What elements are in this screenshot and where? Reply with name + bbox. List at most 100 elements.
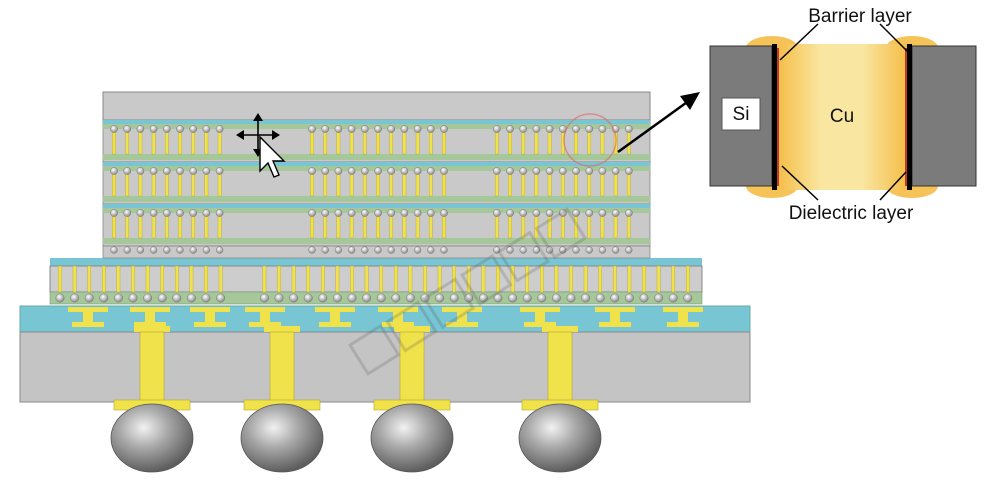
interposer-tsv — [525, 265, 529, 293]
tsv — [363, 173, 367, 197]
interposer-tsv — [394, 265, 398, 293]
microbump — [374, 125, 382, 133]
microbump — [361, 246, 369, 254]
tsv — [151, 131, 156, 155]
microbump — [189, 246, 197, 254]
microbump — [611, 209, 620, 217]
substrate-via-cap — [542, 326, 578, 332]
tsv — [138, 131, 143, 155]
microbump — [374, 209, 382, 217]
microbump — [611, 246, 620, 254]
microbump — [585, 167, 594, 175]
substrate-pad — [520, 307, 560, 312]
microbump — [532, 209, 541, 217]
interposer-tsv — [437, 265, 442, 293]
substrate-pad-via — [205, 312, 215, 326]
substrate-pad-base — [446, 322, 478, 327]
substrate-pad-via — [535, 312, 545, 326]
substrate-pad-base — [134, 322, 166, 327]
microbump — [519, 209, 528, 217]
microbump — [532, 125, 541, 133]
tsv — [112, 131, 116, 155]
substrate-pad-via — [260, 312, 270, 326]
microbump — [202, 209, 211, 217]
tsv — [125, 131, 129, 155]
interposer-tsv — [58, 265, 62, 293]
tsv — [323, 131, 328, 155]
interposer-tsv — [496, 265, 500, 293]
interposer-tsv — [87, 265, 91, 293]
tsv — [574, 173, 578, 197]
microbump — [110, 125, 118, 133]
barrier-liner-right — [907, 44, 912, 190]
microbump — [440, 209, 448, 217]
c4-bump — [625, 293, 634, 303]
cu-label: Cu — [830, 106, 854, 127]
tsv — [600, 173, 605, 197]
c4-bump — [595, 293, 605, 303]
tsv — [402, 173, 407, 197]
microbump — [110, 246, 118, 254]
substrate-pad — [68, 307, 108, 312]
die-top-rdl — [103, 120, 650, 124]
microbump — [136, 125, 145, 133]
microbump — [360, 167, 369, 175]
microbump — [387, 167, 396, 175]
microbump — [506, 167, 514, 175]
c4-bump — [537, 293, 547, 303]
c4-bump — [303, 293, 313, 303]
tsv — [627, 215, 631, 239]
microbump — [440, 167, 448, 175]
substrate-pad — [663, 307, 703, 312]
microbump — [374, 246, 382, 254]
tsv — [323, 173, 328, 197]
substrate-pad — [315, 307, 355, 312]
microbump — [308, 246, 316, 254]
tsv — [217, 215, 222, 239]
interposer-tsv — [686, 265, 690, 293]
tsv — [627, 173, 631, 197]
interposer-tsv — [554, 265, 559, 293]
interposer-tsv — [627, 265, 632, 293]
microbump — [413, 167, 422, 175]
interposer-tsv — [101, 265, 106, 293]
move-cursor-icon — [236, 113, 286, 178]
substrate-pad-base — [72, 322, 104, 327]
c4-bump — [55, 293, 65, 303]
tsv — [217, 173, 222, 197]
interposer-tsv — [671, 265, 675, 293]
die-layers — [102, 119, 651, 259]
interposer-tsv — [364, 265, 369, 293]
si-label: Si — [733, 104, 750, 125]
tsv — [138, 173, 143, 197]
microbump — [492, 209, 501, 217]
callout-arrow-icon — [617, 92, 700, 154]
microbump — [387, 209, 396, 217]
c4-bump — [157, 293, 167, 303]
tsv — [561, 173, 565, 197]
interposer-tsv — [189, 265, 194, 293]
substrate-pad-via — [145, 312, 155, 326]
substrate-pads — [68, 307, 703, 327]
c4-bump — [70, 293, 80, 303]
dielectric-edge-right — [905, 48, 907, 186]
die-stack — [102, 91, 651, 259]
microbump — [492, 125, 501, 133]
microbump — [136, 246, 145, 254]
tsv — [600, 215, 605, 239]
microbump — [572, 246, 580, 254]
c4-bump — [522, 293, 532, 303]
interposer-tsv — [598, 265, 602, 293]
dielectric-leader-right — [879, 171, 907, 201]
c4-bump — [362, 293, 371, 303]
interposer — [49, 258, 703, 305]
microbump — [532, 167, 541, 175]
microbump — [545, 209, 554, 217]
microbump — [611, 167, 620, 175]
substrate-pad-base — [194, 322, 226, 327]
c4-bump — [610, 293, 620, 303]
c4-bump — [552, 293, 561, 303]
c4-bump — [478, 293, 488, 303]
tsv — [191, 173, 196, 197]
microbump — [123, 209, 131, 217]
